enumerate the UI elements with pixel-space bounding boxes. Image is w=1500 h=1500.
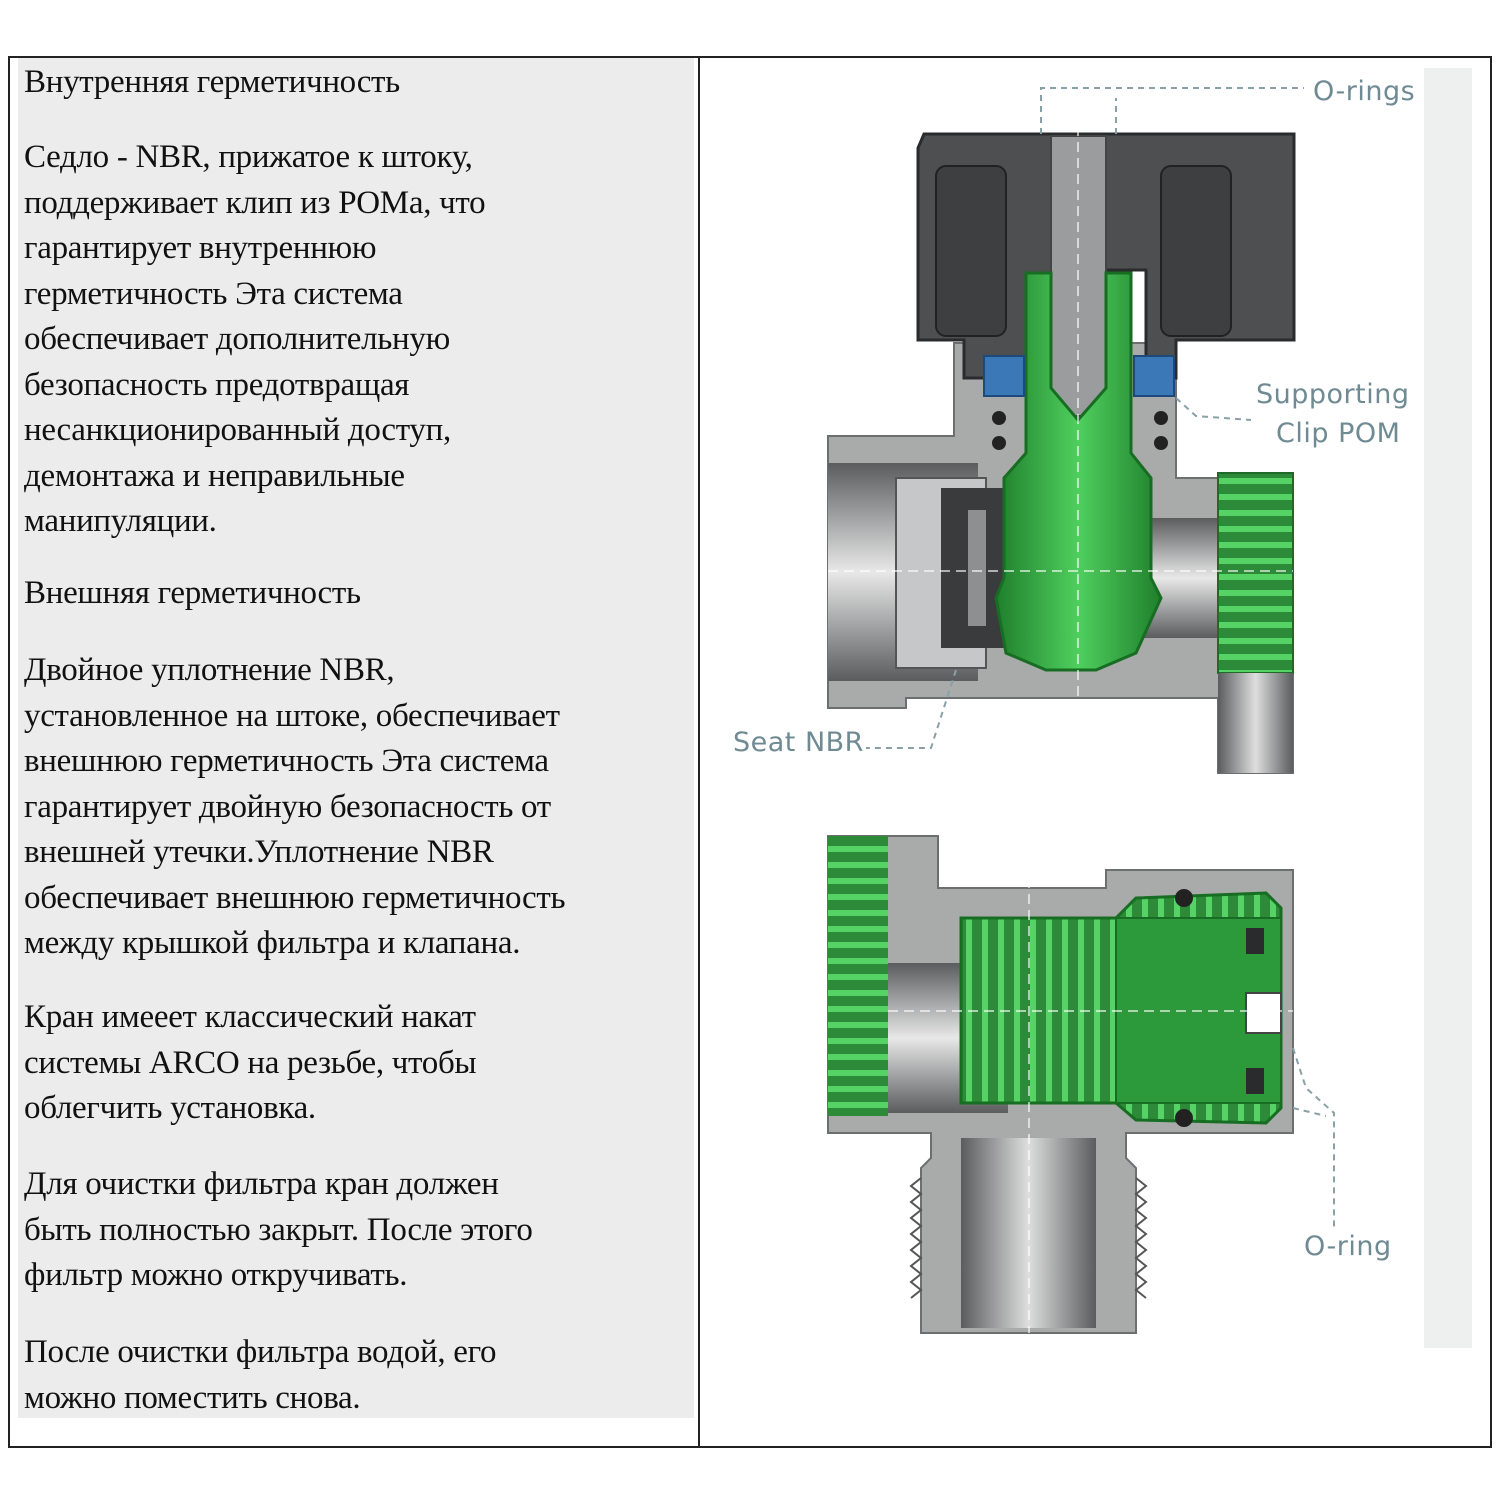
seal-dot xyxy=(1154,411,1168,425)
left-green-part xyxy=(828,836,888,1116)
seal-dot xyxy=(1175,889,1193,907)
paragraph-after-cleaning: После очистки фильтра водой, его можно п… xyxy=(24,1334,497,1416)
o-ring-blue-left xyxy=(983,355,1025,397)
filter-cap-slot xyxy=(1245,992,1282,1034)
thread-right xyxy=(1134,1177,1148,1299)
paragraph-internal-sealing: Седло - NBR, прижатое к штоку, поддержив… xyxy=(24,139,486,539)
o-ring-dark xyxy=(1246,928,1264,954)
filter-green xyxy=(1217,472,1294,674)
seal-dot xyxy=(992,436,1006,450)
label-o-rings: O-rings xyxy=(1313,76,1416,107)
column-divider xyxy=(698,56,700,1448)
paragraph-arco-thread: Кран имееет классический накат системы A… xyxy=(24,999,477,1126)
label-supporting: Supporting xyxy=(1256,379,1410,410)
text-panel xyxy=(18,58,694,1418)
paragraph-external-sealing: Двойное уплотнение NBR, установленное на… xyxy=(24,652,566,961)
o-ring-dark xyxy=(1246,1068,1264,1094)
label-o-ring: O-ring xyxy=(1304,1231,1392,1262)
heading-external-sealing: Внешняя герметичность xyxy=(24,575,361,611)
thread-left xyxy=(909,1177,923,1299)
o-ring-blue-right xyxy=(1133,355,1175,397)
table-frame xyxy=(8,56,1492,1448)
label-clip-pom: Clip POM xyxy=(1276,418,1401,449)
bottom-valve-section xyxy=(827,835,1335,1334)
heading-internal-sealing: Внутренняя герметичность xyxy=(24,64,400,100)
seal-dot xyxy=(1175,1109,1193,1127)
background-strip xyxy=(1424,68,1472,1348)
paragraph-filter-cleaning: Для очистки фильтра кран должен быть пол… xyxy=(24,1166,533,1293)
cap-grip-left xyxy=(935,165,1007,337)
seat-nbr-ring xyxy=(968,510,986,626)
label-seat-nbr: Seat NBR xyxy=(733,727,864,758)
seal-dot xyxy=(992,411,1006,425)
top-valve-section xyxy=(827,78,1304,774)
lower-bore xyxy=(1218,673,1293,773)
cap-grip-right xyxy=(1160,165,1232,337)
seal-dot xyxy=(1154,436,1168,450)
valve-diagram: O-rings Supporting Clip POM Seat NBR O-r… xyxy=(706,58,1486,1443)
